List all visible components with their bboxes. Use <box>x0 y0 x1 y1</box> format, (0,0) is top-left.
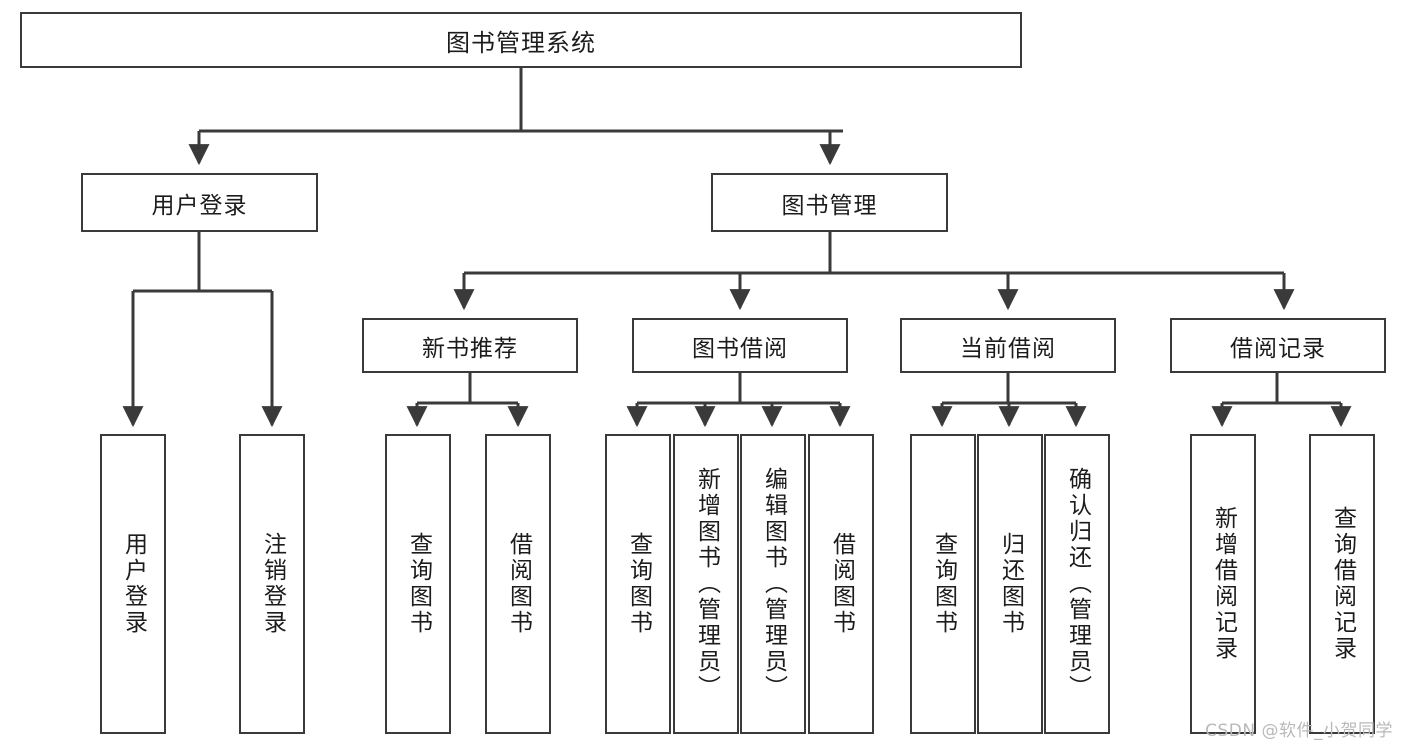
leaf-add-borrow-record[interactable]: 新增借阅记录 <box>1190 434 1256 734</box>
node-user-login[interactable]: 用户登录 <box>81 173 318 232</box>
leaf-confirm-return-admin[interactable]: 确认归还（管理员） <box>1044 434 1110 734</box>
node-label: 注销登录 <box>259 532 286 636</box>
node-label: 图书管理 <box>781 192 878 219</box>
node-label: 用户登录 <box>120 532 147 636</box>
node-label: 用户登录 <box>151 192 248 219</box>
node-book-management[interactable]: 图书管理 <box>711 173 948 232</box>
leaf-return-book[interactable]: 归还图书 <box>977 434 1043 734</box>
node-label: 新增借阅记录 <box>1210 506 1237 662</box>
node-label: 图书管理系统 <box>446 28 596 57</box>
node-label: 归还图书 <box>997 532 1024 636</box>
leaf-edit-book-admin[interactable]: 编辑图书（管理员） <box>740 434 806 734</box>
leaf-logout[interactable]: 注销登录 <box>239 434 305 734</box>
node-label: 编辑图书（管理员） <box>760 467 787 701</box>
leaf-query-book-borrow[interactable]: 查询图书 <box>605 434 671 734</box>
node-label: 新书推荐 <box>422 335 518 362</box>
node-current-borrow[interactable]: 当前借阅 <box>900 318 1116 373</box>
node-label: 新增图书（管理员） <box>693 467 720 701</box>
leaf-query-book-current[interactable]: 查询图书 <box>910 434 976 734</box>
leaf-add-book-admin[interactable]: 新增图书（管理员） <box>673 434 739 734</box>
node-label: 查询图书 <box>930 532 957 636</box>
node-label: 查询图书 <box>625 532 652 636</box>
node-label: 查询借阅记录 <box>1329 506 1356 662</box>
leaf-borrow-book[interactable]: 借阅图书 <box>808 434 874 734</box>
node-new-book-recommend[interactable]: 新书推荐 <box>362 318 578 373</box>
node-label: 当前借阅 <box>960 335 1056 362</box>
leaf-query-book-recommend[interactable]: 查询图书 <box>385 434 451 734</box>
node-borrow-record[interactable]: 借阅记录 <box>1170 318 1386 373</box>
leaf-borrow-book-recommend[interactable]: 借阅图书 <box>485 434 551 734</box>
node-label: 借阅记录 <box>1230 335 1326 362</box>
node-root-system[interactable]: 图书管理系统 <box>20 12 1022 68</box>
node-label: 借阅图书 <box>505 532 532 636</box>
leaf-query-borrow-record[interactable]: 查询借阅记录 <box>1309 434 1375 734</box>
node-label: 借阅图书 <box>828 532 855 636</box>
node-label: 确认归还（管理员） <box>1064 467 1091 701</box>
watermark: CSDN @软件_小贺同学 <box>1205 721 1393 741</box>
node-book-borrow[interactable]: 图书借阅 <box>632 318 848 373</box>
node-label: 查询图书 <box>405 532 432 636</box>
node-label: 图书借阅 <box>692 335 788 362</box>
leaf-user-login[interactable]: 用户登录 <box>100 434 166 734</box>
